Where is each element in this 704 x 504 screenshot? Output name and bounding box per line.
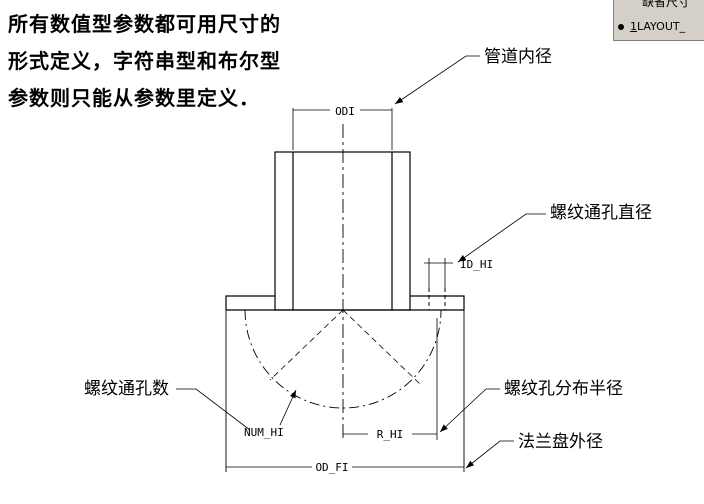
dim-num-hi-label: NUM_HI: [244, 426, 284, 439]
flange-plate: [225, 295, 465, 311]
label-bolt-hole-dia: 螺纹通孔直径: [550, 203, 652, 223]
layout-item[interactable]: 1LAYOUT_: [618, 20, 685, 33]
dim-r-hi: [343, 318, 438, 440]
label-pipe-inner-dia: 管道内径: [484, 47, 552, 67]
bolt-hole: [428, 288, 446, 310]
flange-section: [225, 310, 465, 472]
radial-lines: [269, 309, 421, 385]
intro-line-2: 形式定义，字符串型和布尔型: [8, 49, 281, 73]
dim-id-hi: [424, 258, 453, 288]
bolt-circle: [244, 309, 442, 409]
panel-title: 缺省尺寸: [642, 0, 691, 9]
layout-panel: 缺省尺寸 1LAYOUT_: [613, 0, 704, 41]
leaders: [176, 55, 546, 469]
label-bolt-hole-count: 螺纹通孔数: [84, 379, 169, 399]
intro-text: 所有数值型参数都可用尺寸的 形式定义，字符串型和布尔型 参数则只能从参数里定义．: [8, 6, 298, 117]
pipe-neck: [274, 151, 411, 311]
label-bolt-circle-radius: 螺纹孔分布半径: [504, 379, 623, 399]
bullet-icon: [618, 24, 624, 30]
intro-line-3: 参数则只能从参数里定义．: [8, 86, 260, 110]
layout-item-label: LAYOUT_: [637, 20, 686, 33]
dim-r-hi-label: R_HI: [377, 428, 404, 441]
dim-odi-label: ODI: [335, 105, 355, 118]
label-flange-outer-dia: 法兰盘外径: [518, 432, 603, 452]
intro-line-1: 所有数值型参数都可用尺寸的: [8, 12, 281, 36]
dim-odi: [292, 108, 393, 150]
dim-id-hi-label: ID_HI: [460, 258, 493, 271]
layout-item-number: 1: [630, 20, 637, 33]
dim-od-fi-label: OD_FI: [315, 461, 348, 474]
